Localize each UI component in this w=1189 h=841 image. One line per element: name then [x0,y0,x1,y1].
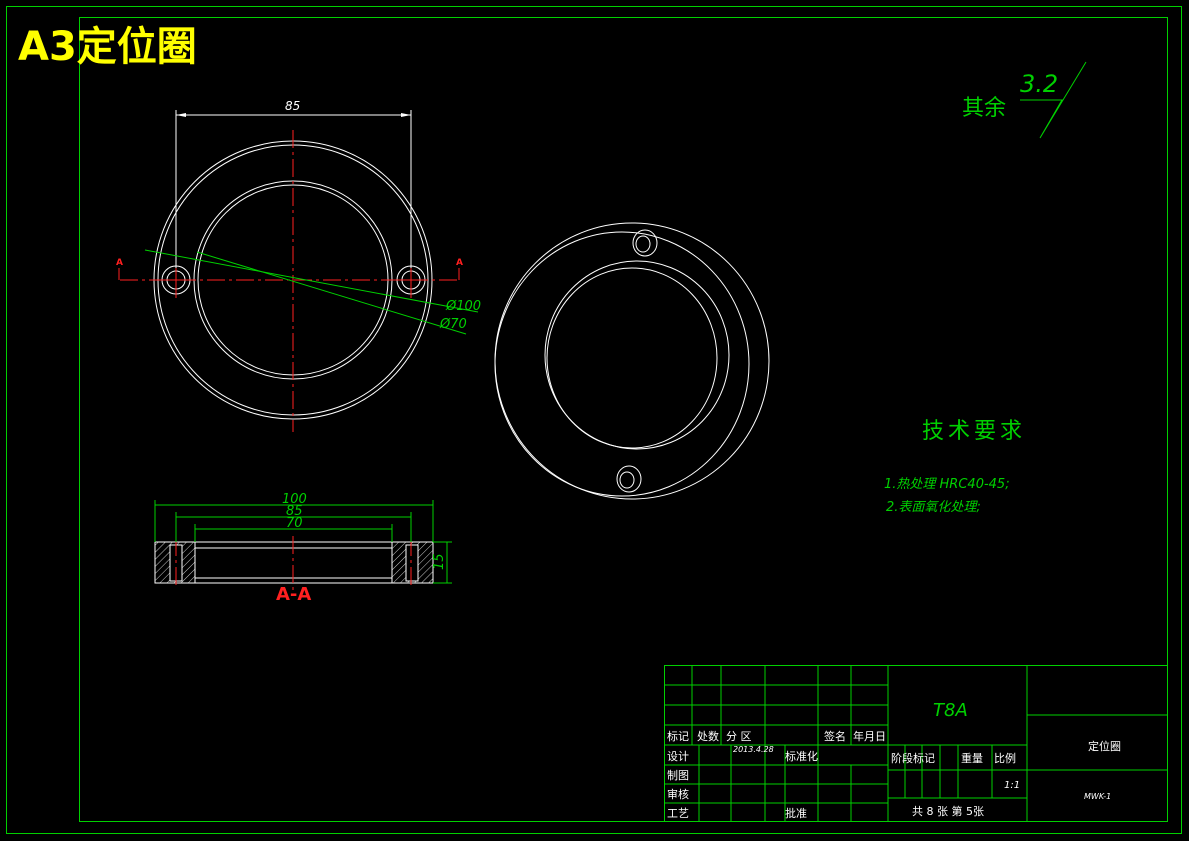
tb-design-date: 2013.4.28 [733,745,774,754]
tech-heading: 技术要求 [922,419,1026,444]
tb-drafting: 制图 [667,769,689,782]
isometric-view [494,222,770,500]
tb-ratio: 比例 [994,751,1016,765]
outer-frame [6,6,1182,834]
dim-inner-dia: Ø70 [439,317,467,332]
section-view: 100 85 70 15 A-A [154,492,452,605]
tech-item-2: 2.表面氧化处理; [886,500,981,515]
tb-approve: 批准 [785,806,807,820]
tb-scale: 1:1 [1004,780,1020,791]
tb-header-sign: 签名 [824,729,846,743]
inner-frame [79,17,1168,822]
tb-process: 工艺 [667,807,689,820]
tb-drawing-no: MWK-1 [1084,792,1111,801]
tb-header-date: 年月日 [853,729,886,743]
dim-width-85: 85 [285,99,300,113]
section-label: A-A [276,584,311,605]
tech-requirements: 技术要求 1.热处理 HRC40-45; 2.表面氧化处理; [884,419,1026,515]
sec-dim-outer: 100 [282,492,307,507]
tb-stage-mark: 阶段标记 [891,751,935,765]
tb-design: 设计 [667,750,689,763]
tb-sheets: 共 8 张 第 5张 [912,804,984,818]
roughness-label: 其余 [962,96,1006,121]
tb-header-count: 处数 [697,730,719,743]
tb-standardization: 标准化 [785,749,818,763]
top-view: A A 85 Ø100 Ø70 [116,99,481,432]
sheet-title: A3定位圈 [18,24,197,70]
title-block: T8A 定位圈 MWK-1 标记 处数 分 区 签名 年月日 设计 2013.4… [664,665,1168,822]
section-mark-left: A [116,258,123,268]
tb-part-name: 定位圈 [1088,739,1121,753]
sec-dim-inner: 70 [286,516,303,531]
sec-dim-holes: 85 [286,504,303,519]
dim-outer-dia: Ø100 [445,299,481,314]
tb-material: T8A [933,700,968,721]
section-mark-right: A [456,258,463,268]
tb-header-zone: 分 区 [726,730,752,743]
tb-review: 审核 [667,787,689,801]
tb-header-mark: 标记 [667,729,689,743]
roughness-symbol: 其余 3.2 [962,61,1087,139]
roughness-value: 3.2 [1020,70,1058,98]
tb-weight: 重量 [961,751,983,765]
tech-item-1: 1.热处理 HRC40-45; [884,477,1010,492]
sec-dim-height: 15 [432,553,447,570]
